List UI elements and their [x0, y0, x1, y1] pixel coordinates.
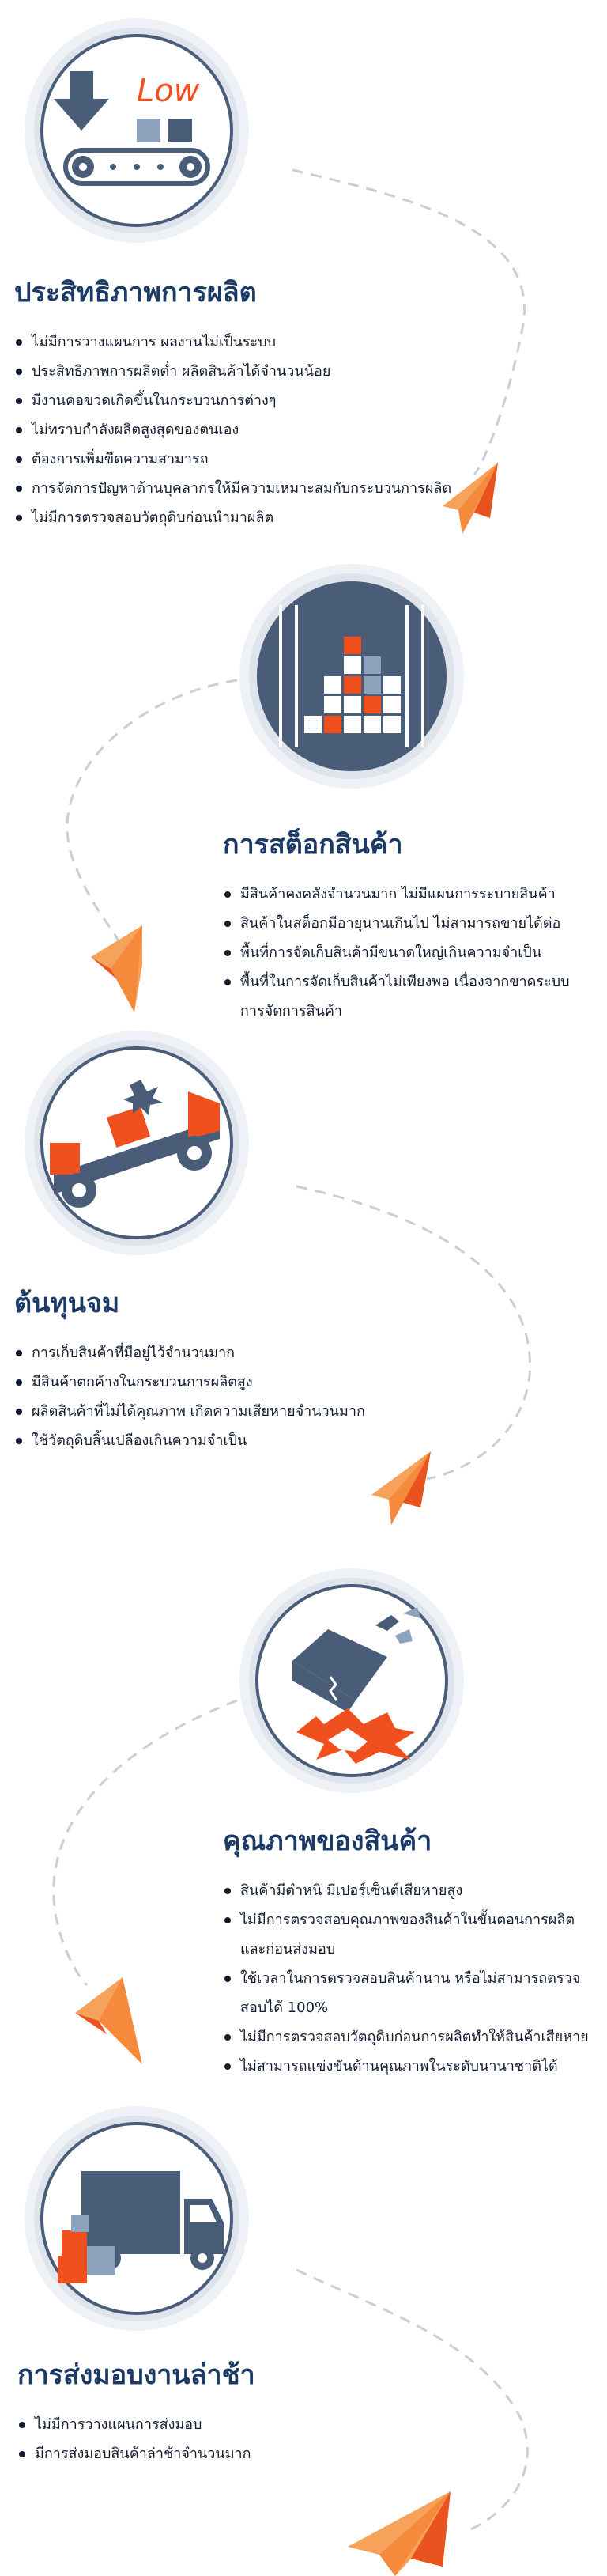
section-title: ต้นทุนจม [14, 1288, 120, 1319]
late-delivery-illustration [22, 2104, 251, 2333]
list-item: ไม่มีการตรวจสอบคุณภาพของสินค้าในขั้นตอนก… [223, 1905, 588, 1964]
list-item: ไม่ทราบกำลังผลิตสูงสุดของตนเอง [14, 415, 451, 444]
list-item: ใช้เวลาในการตรวจสอบสินค้านาน หรือไม่สามา… [223, 1964, 588, 2022]
section-sunk-cost: ต้นทุนจม การเก็บสินค้าที่มีอยู่ไว้จำนวนม… [14, 1281, 365, 1455]
bullet-list: ไม่มีการวางแผนการ ผลงานไม่เป็นระบบ ประสิ… [14, 327, 451, 532]
bullet-list: ไม่มีการวางแผนการส่งมอบ มีการส่งมอบสินค้… [17, 2410, 255, 2468]
list-item: มีสินค้าคงคลังจำนวนมาก ไม่มีแผนการระบายส… [223, 879, 572, 909]
paper-plane-icon [348, 2491, 451, 2576]
list-item: พื้นที่การจัดเก็บสินค้ามีขนาดใหญ่เกินควา… [223, 938, 572, 967]
paper-plane-icon [443, 463, 498, 534]
sunk-cost-illustration [22, 1028, 251, 1258]
list-item: สินค้าในสต็อกมีอายุนานเกินไป ไม่สามารถขา… [223, 909, 572, 938]
section-title: คุณภาพของสินค้า [223, 1825, 432, 1857]
section-stock: การสต็อกสินค้า มีสินค้าคงคลังจำนวนมาก ไม… [223, 823, 572, 1026]
bullet-list: การเก็บสินค้าที่มีอยู่ไว้จำนวนมาก มีสินค… [14, 1338, 365, 1455]
production-efficiency-illustration: Low [22, 16, 251, 245]
section-title: การส่งมอบงานล่าช้า [17, 2359, 255, 2391]
list-item: ไม่มีการวางแผนการส่งมอบ [17, 2410, 255, 2439]
warehouse-stock-illustration [237, 562, 466, 791]
list-item: ไม่มีการวางแผนการ ผลงานไม่เป็นระบบ [14, 327, 451, 357]
paper-plane-icon [75, 1977, 142, 2064]
paper-plane-icon [91, 925, 142, 1012]
bullet-list: สินค้ามีตำหนิ มีเปอร์เซ็นต์เสียหายสูง ไม… [223, 1876, 589, 2081]
section-late-delivery: การส่งมอบงานล่าช้า ไม่มีการวางแผนการส่งม… [17, 2353, 255, 2468]
list-item: ไม่มีการตรวจสอบวัตถุดิบก่อนนำมาผลิต [14, 503, 451, 532]
section-production-efficiency: ประสิทธิภาพการผลิต ไม่มีการวางแผนการ ผลง… [14, 270, 451, 532]
list-item: มีงานคอขวดเกิดขึ้นในกระบวนการต่างๆ [14, 386, 451, 415]
list-item: สินค้ามีตำหนิ มีเปอร์เซ็นต์เสียหายสูง [223, 1876, 589, 1905]
list-item: ประสิทธิภาพการผลิตต่ำ ผลิตสินค้าได้จำนวน… [14, 357, 451, 386]
list-item: การจัดการปัญหาด้านบุคลากรให้มีความเหมาะส… [14, 474, 451, 503]
product-quality-illustration [237, 1566, 466, 1795]
list-item: พื้นที่ในการจัดเก็บสินค้าไม่เพียงพอ เนื่… [223, 967, 572, 1026]
paper-plane-icon [371, 1451, 431, 1525]
section-title: ประสิทธิภาพการผลิต [14, 277, 257, 308]
low-label: Low [137, 73, 200, 109]
list-item: ผลิตสินค้าที่ไม่ได้คุณภาพ เกิดความเสียหา… [14, 1397, 365, 1426]
section-title: การสต็อกสินค้า [223, 829, 403, 861]
list-item: ไม่สามารถแข่งขันด้านคุณภาพในระดับนานาชาต… [223, 2052, 589, 2081]
list-item: ใช้วัตถุดิบสิ้นเปลืองเกินความจำเป็น [14, 1426, 365, 1455]
list-item: มีสินค้าตกค้างในกระบวนการผลิตสูง [14, 1367, 365, 1397]
section-product-quality: คุณภาพของสินค้า สินค้ามีตำหนิ มีเปอร์เซ็… [223, 1819, 589, 2081]
bullet-list: มีสินค้าคงคลังจำนวนมาก ไม่มีแผนการระบายส… [223, 879, 572, 1026]
list-item: มีการส่งมอบสินค้าล่าช้าจำนวนมาก [17, 2439, 255, 2468]
list-item: ต้องการเพิ่มขีดความสามารถ [14, 444, 451, 474]
list-item: การเก็บสินค้าที่มีอยู่ไว้จำนวนมาก [14, 1338, 365, 1367]
list-item: ไม่มีการตรวจสอบวัตถุดิบก่อนการผลิตทำให้ส… [223, 2022, 589, 2052]
